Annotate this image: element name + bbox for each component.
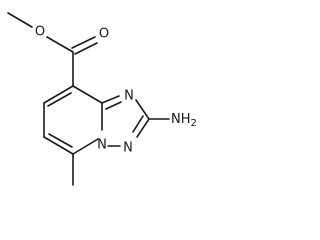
bond-c8a-n-upper-b [105,101,122,110]
bond-carbonyl-c-o-b [71,36,96,49]
atom-n-upper: N [124,89,134,104]
bond-c2-n-lower-b [132,115,144,133]
bond-methyl-o [7,12,33,28]
bond-c2-n-lower-a [136,118,150,138]
bond-c6-c5-b [48,133,73,148]
bond-c8-c7-b [47,92,72,107]
atom-n-lower: N [123,141,133,156]
bond-c8a-n-upper-a [101,95,120,104]
bond-c8-c7-a [43,85,74,104]
atom-n-bridge: N [97,138,107,153]
bond-c5-n4 [72,138,99,155]
bond-carbonyl-c-o-a [74,42,98,55]
bond-c6-c5-a [43,136,74,155]
bond-o-carbonyl-c [46,36,74,53]
bond-c8a-c8 [72,85,103,104]
atom-carbonyl-o: O [99,27,109,42]
atom-ester-ether-o: O [35,25,45,40]
atom-amino: NH2 [171,112,197,129]
structure-diagram: O O N N N NH2 [7,12,197,186]
bond-n-upper-c2 [135,99,150,120]
